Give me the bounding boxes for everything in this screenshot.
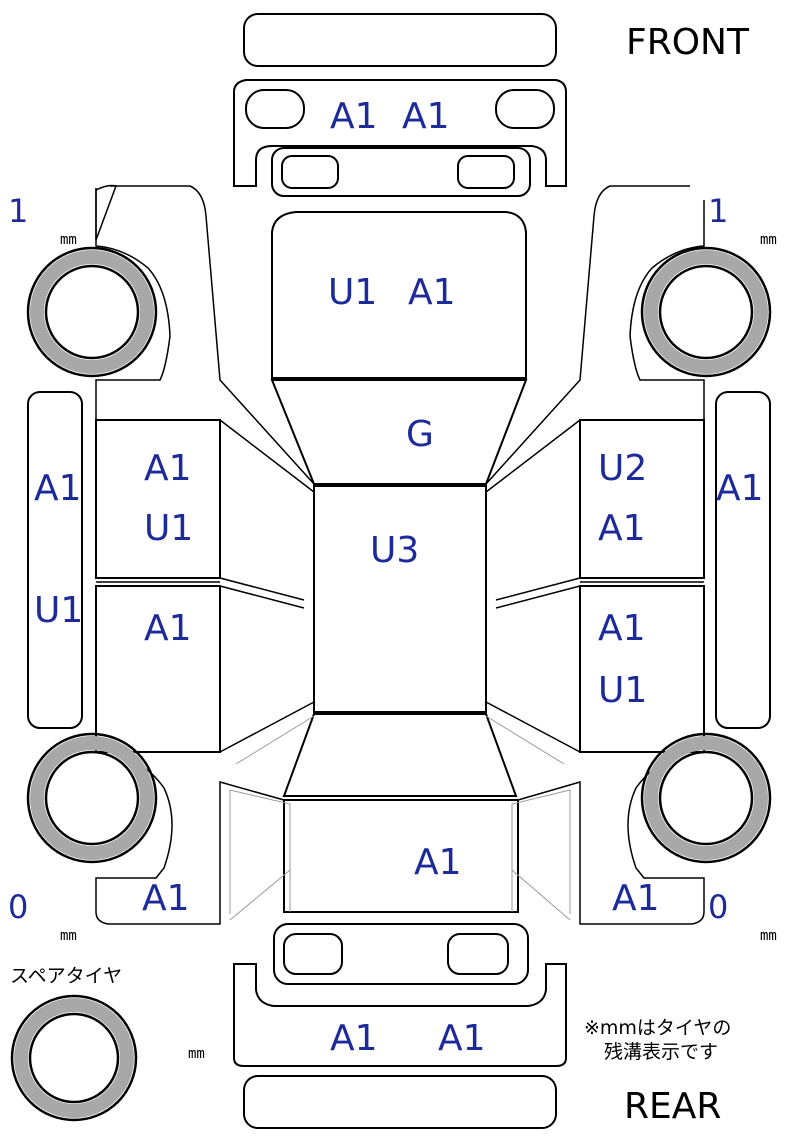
- right-rear-door-code-1: A1: [598, 608, 646, 649]
- roof-panel: [313, 485, 487, 713]
- left-rear-guide: [235, 715, 315, 765]
- front-left-tire: [26, 246, 158, 378]
- left-front-door-code-1: A1: [144, 448, 192, 489]
- rear-window-panel: [282, 713, 518, 797]
- spare-mm-unit: mm: [188, 1046, 205, 1062]
- left-rocker-panel: [27, 391, 83, 729]
- hood-code-1: U1: [328, 272, 377, 313]
- left-rear-door-code: A1: [144, 608, 192, 649]
- front-label: FRONT: [626, 22, 750, 63]
- right-rear-door-code-2: U1: [598, 670, 647, 711]
- front-bumper-right-code: A1: [402, 96, 450, 137]
- front-left-tread-depth: 1: [8, 192, 28, 230]
- left-rear-quarter-code: A1: [142, 878, 190, 919]
- left-fog-lamp: [281, 155, 339, 189]
- right-front-wheel-arch: [629, 200, 705, 420]
- front-bumper-outline: [233, 79, 567, 187]
- left-b-pillar-lower: [219, 585, 305, 609]
- left-rear-door: [95, 585, 221, 753]
- windshield-panel: [270, 379, 528, 485]
- front-bumper-bar: [243, 13, 557, 67]
- right-rocker-panel: [715, 391, 771, 729]
- trunk-code: A1: [414, 842, 462, 883]
- left-c-pillar: [219, 701, 315, 753]
- left-front-fender-line: [110, 185, 315, 485]
- right-rear-guide: [485, 715, 565, 765]
- right-quarter-guide: [511, 789, 571, 914]
- right-b-pillar-lower: [495, 585, 581, 609]
- right-front-fender-line: [485, 185, 690, 485]
- rear-bumper-left-code: A1: [330, 1018, 378, 1059]
- left-tail-lamp: [283, 933, 343, 975]
- windshield-code: G: [406, 414, 434, 455]
- rear-right-tire: [640, 732, 772, 864]
- tread-note-line1: ※mmはタイヤの: [584, 1017, 731, 1039]
- right-tail-lamp: [447, 933, 509, 975]
- left-headlight: [245, 89, 305, 129]
- right-headlight: [495, 89, 555, 129]
- left-front-door: [95, 419, 221, 579]
- right-front-door-code-1: U2: [598, 448, 647, 489]
- front-bumper-left-code: A1: [330, 96, 378, 137]
- rear-bumper-right-code: A1: [438, 1018, 486, 1059]
- right-rear-door: [579, 585, 705, 753]
- front-left-mm-unit: mm: [60, 232, 77, 248]
- right-front-door-code-2: A1: [598, 508, 646, 549]
- right-b-pillar-upper: [495, 577, 581, 601]
- right-rear-quarter-code: A1: [612, 878, 660, 919]
- rear-left-tire: [26, 732, 158, 864]
- roof-code: U3: [370, 530, 419, 571]
- left-front-wheel-arch: [95, 200, 171, 420]
- rear-label: REAR: [624, 1086, 721, 1127]
- right-trunk-guide: [511, 869, 571, 921]
- rear-left-tread-depth: 0: [8, 888, 28, 926]
- right-c-pillar: [485, 701, 581, 753]
- rear-bumper-bar: [243, 1075, 557, 1129]
- left-a-pillar: [219, 419, 315, 493]
- spare-tire-label: スペアタイヤ: [10, 965, 122, 987]
- left-quarter-panel: [219, 781, 285, 892]
- rear-right-tread-depth: 0: [708, 888, 728, 926]
- left-rocker-code-1: A1: [34, 468, 82, 509]
- spare-tire: [10, 994, 138, 1122]
- left-front-door-code-2: U1: [144, 508, 193, 549]
- front-right-tread-depth: 1: [708, 192, 728, 230]
- rear-right-mm-unit: mm: [760, 928, 777, 944]
- left-b-pillar-upper: [219, 577, 305, 601]
- rear-left-mm-unit: mm: [60, 928, 77, 944]
- right-rocker-code: A1: [716, 468, 764, 509]
- hood-panel: [271, 211, 527, 379]
- hood-code-2: A1: [408, 272, 456, 313]
- left-trunk-guide: [229, 869, 291, 921]
- right-quarter-panel: [517, 781, 581, 892]
- front-right-mm-unit: mm: [760, 232, 777, 248]
- right-fog-lamp: [457, 155, 515, 189]
- left-rocker-code-2: U1: [34, 590, 83, 631]
- left-quarter-guide: [229, 789, 291, 914]
- tread-note-line2: 残溝表示です: [604, 1041, 718, 1063]
- trunk-panel: [283, 799, 519, 913]
- front-right-tire: [640, 246, 772, 378]
- left-fender-corner: [95, 184, 117, 241]
- rear-bumper-outline: [233, 963, 567, 1067]
- right-front-door: [579, 419, 705, 579]
- right-a-pillar: [485, 419, 581, 493]
